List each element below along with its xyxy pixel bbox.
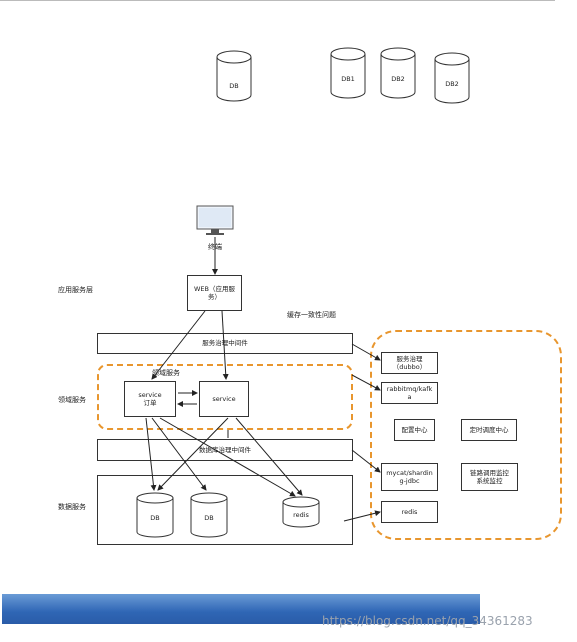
trace-monitor-box: 链路调用监控 系统监控 [461, 463, 518, 491]
cache-consistency-note: 缓存一致性问题 [287, 311, 336, 319]
db-icon [330, 47, 366, 99]
db-icon [434, 52, 470, 104]
dubbo-line2: （dubbo） [392, 363, 427, 371]
db2-label-a: DB2 [391, 75, 405, 83]
bottom-banner [2, 594, 480, 624]
layer-label-data: 数据服务 [58, 503, 86, 511]
db-label: DB [229, 82, 239, 90]
arrow-order-db-mid [151, 417, 207, 491]
dubbo-box: 服务治理 （dubbo） [381, 352, 438, 374]
mycat-label: mycat/sharding-jdbc [386, 468, 433, 485]
arrow-web-service [221, 310, 229, 380]
db-mid-label: DB [204, 514, 214, 522]
arrow-order-db [145, 417, 157, 491]
trace-line2: 系统监控 [476, 477, 503, 485]
arrow-order-redis [159, 417, 296, 497]
arrow-web-service-order [151, 310, 206, 380]
db2-label-b: DB2 [445, 80, 459, 88]
db-left-label: DB [150, 514, 160, 522]
db1-label: DB1 [341, 75, 355, 83]
arrow-to-redis-right [343, 510, 381, 522]
db-cylinder-top: DB [216, 50, 252, 102]
redis-label: redis [293, 511, 309, 519]
top-divider [0, 0, 555, 1]
db-middleware-label: 数据库治理中间件 [199, 445, 251, 454]
db2-cylinder-a: DB2 [380, 47, 416, 99]
watermark: https://blog.csdn.net/qq_34361283 [322, 614, 533, 628]
config-center-label: 配置中心 [401, 425, 428, 434]
service-label: service [212, 394, 236, 403]
db-cylinder-left: DB [136, 492, 174, 538]
monitor-icon [196, 205, 234, 241]
service-order-line2: 订单 [143, 399, 157, 407]
db-icon [380, 47, 416, 99]
db-icon [216, 50, 252, 102]
trace-monitor-text: 链路调用监控 系统监控 [470, 469, 509, 486]
redis-icon [282, 496, 320, 528]
mq-label: rabbitmq/kafka [386, 384, 433, 401]
infrastructure-area [370, 330, 562, 540]
layer-label-app: 应用服务层 [58, 286, 93, 294]
trace-line1: 链路调用监控 [470, 468, 509, 477]
db-middleware-bar: 数据库治理中间件 [97, 439, 353, 461]
redis-cylinder: redis [282, 496, 320, 528]
dubbo-line1: 服务治理 [396, 354, 423, 363]
mycat-box: mycat/sharding-jdbc [381, 463, 438, 491]
arrow-service-redis [235, 417, 303, 496]
layer-label-domain: 领域服务 [58, 396, 86, 404]
db-cylinder-mid: DB [190, 492, 228, 538]
db2-cylinder-b: DB2 [434, 52, 470, 104]
scheduler-box: 定时调度中心 [461, 419, 517, 441]
arrow-service-db [157, 417, 229, 491]
scheduler-label: 定时调度中心 [469, 425, 509, 434]
service-order-line1: service [138, 390, 162, 399]
config-center-box: 配置中心 [394, 419, 435, 441]
arrow-to-dubbo [351, 343, 381, 361]
mq-box: rabbitmq/kafka [381, 382, 438, 404]
web-app-label: WEB（应用服务） [194, 284, 235, 301]
dubbo-text: 服务治理 （dubbo） [393, 355, 426, 372]
service-order-box: service 订单 [124, 381, 176, 417]
db1-cylinder: DB1 [330, 47, 366, 99]
arrow-to-mycat [351, 449, 381, 473]
service-box: service [199, 381, 249, 417]
service-order-text: service 订单 [138, 391, 161, 408]
db-icon [136, 492, 174, 538]
redis-right-label: redis [401, 507, 418, 516]
service-middleware-label: 服务治理中间件 [202, 339, 248, 348]
domain-services-note: 领域服务 [152, 369, 180, 377]
redis-right-box: redis [381, 501, 438, 523]
db-icon [190, 492, 228, 538]
arrow-to-mq [351, 374, 381, 391]
web-app-box: WEB（应用服务） [187, 275, 242, 311]
